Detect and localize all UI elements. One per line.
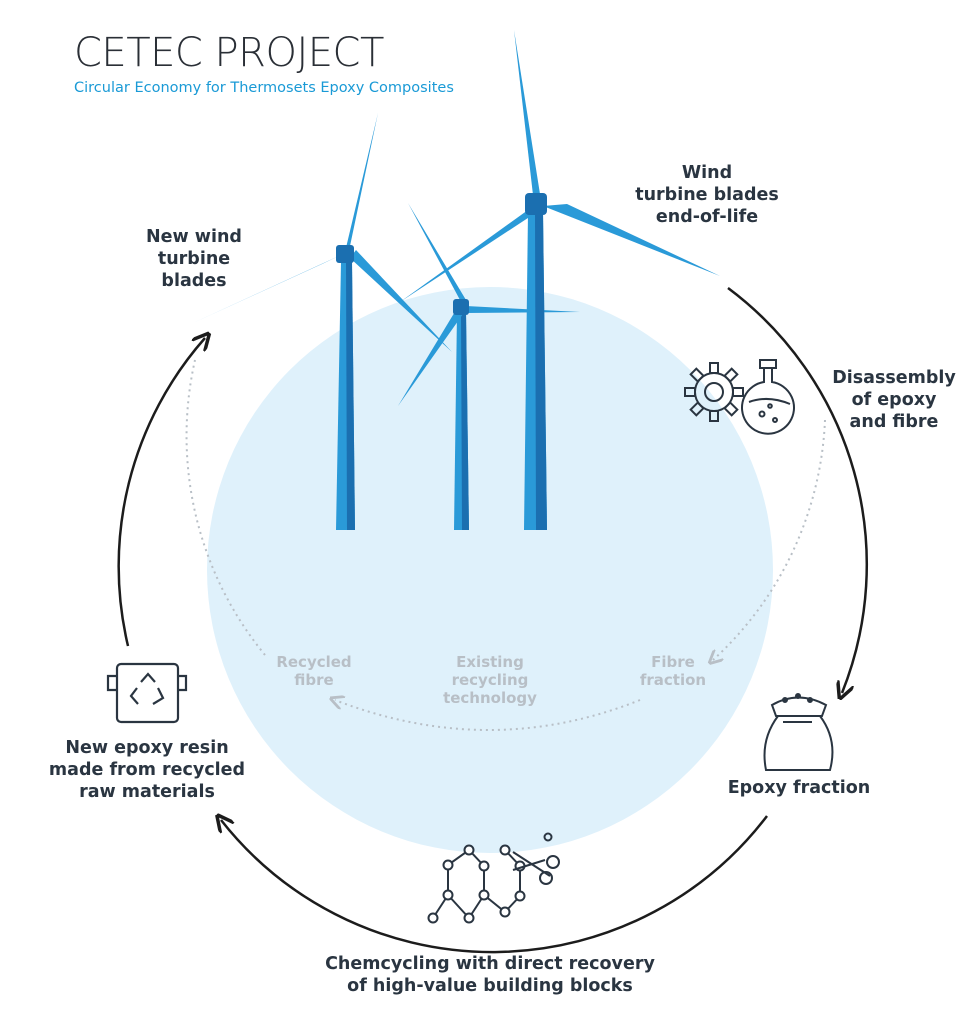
- arrow-resin-to-blades: [117, 338, 205, 647]
- label-end-of-life: Wind turbine blades end-of-life: [635, 163, 779, 227]
- dotted-left-arc: [185, 359, 266, 656]
- label-new-blades: New wind turbine blades: [146, 227, 242, 291]
- background-circle: [207, 287, 773, 853]
- arrow-eol-to-epoxy: [727, 286, 869, 693]
- wind-turbine-icon: [400, 30, 720, 530]
- gear-icon: [684, 362, 744, 422]
- dotted-bottom-arrow: [335, 700, 641, 731]
- wind-turbine-icon: [398, 203, 580, 530]
- label-recycled-fibre: Recycled fibre: [276, 653, 352, 689]
- scissors-icon: [512, 832, 560, 885]
- wind-turbine-icon: [193, 113, 452, 530]
- page-title: CETEC PROJECT: [74, 30, 384, 76]
- sack-icon: [763, 693, 834, 771]
- label-disassembly: Disassembly of epoxy and fibre: [832, 368, 956, 432]
- label-new-resin: New epoxy resin made from recycled raw m…: [48, 738, 246, 802]
- page-subtitle: Circular Economy for Thermosets Epoxy Co…: [74, 80, 454, 96]
- label-fibre-fraction: Fibre fraction: [639, 653, 707, 689]
- arrow-epoxy-to-resin: [221, 816, 768, 954]
- molecule-chain-icon: [427, 844, 526, 924]
- recycle-bucket-icon: [106, 662, 188, 724]
- label-chemcycling: Chemcycling with direct recovery of high…: [325, 954, 655, 996]
- flask-icon: [741, 359, 795, 435]
- label-epoxy-fraction: Epoxy fraction: [727, 778, 871, 798]
- label-existing-technology: Existing recycling technology: [443, 653, 537, 707]
